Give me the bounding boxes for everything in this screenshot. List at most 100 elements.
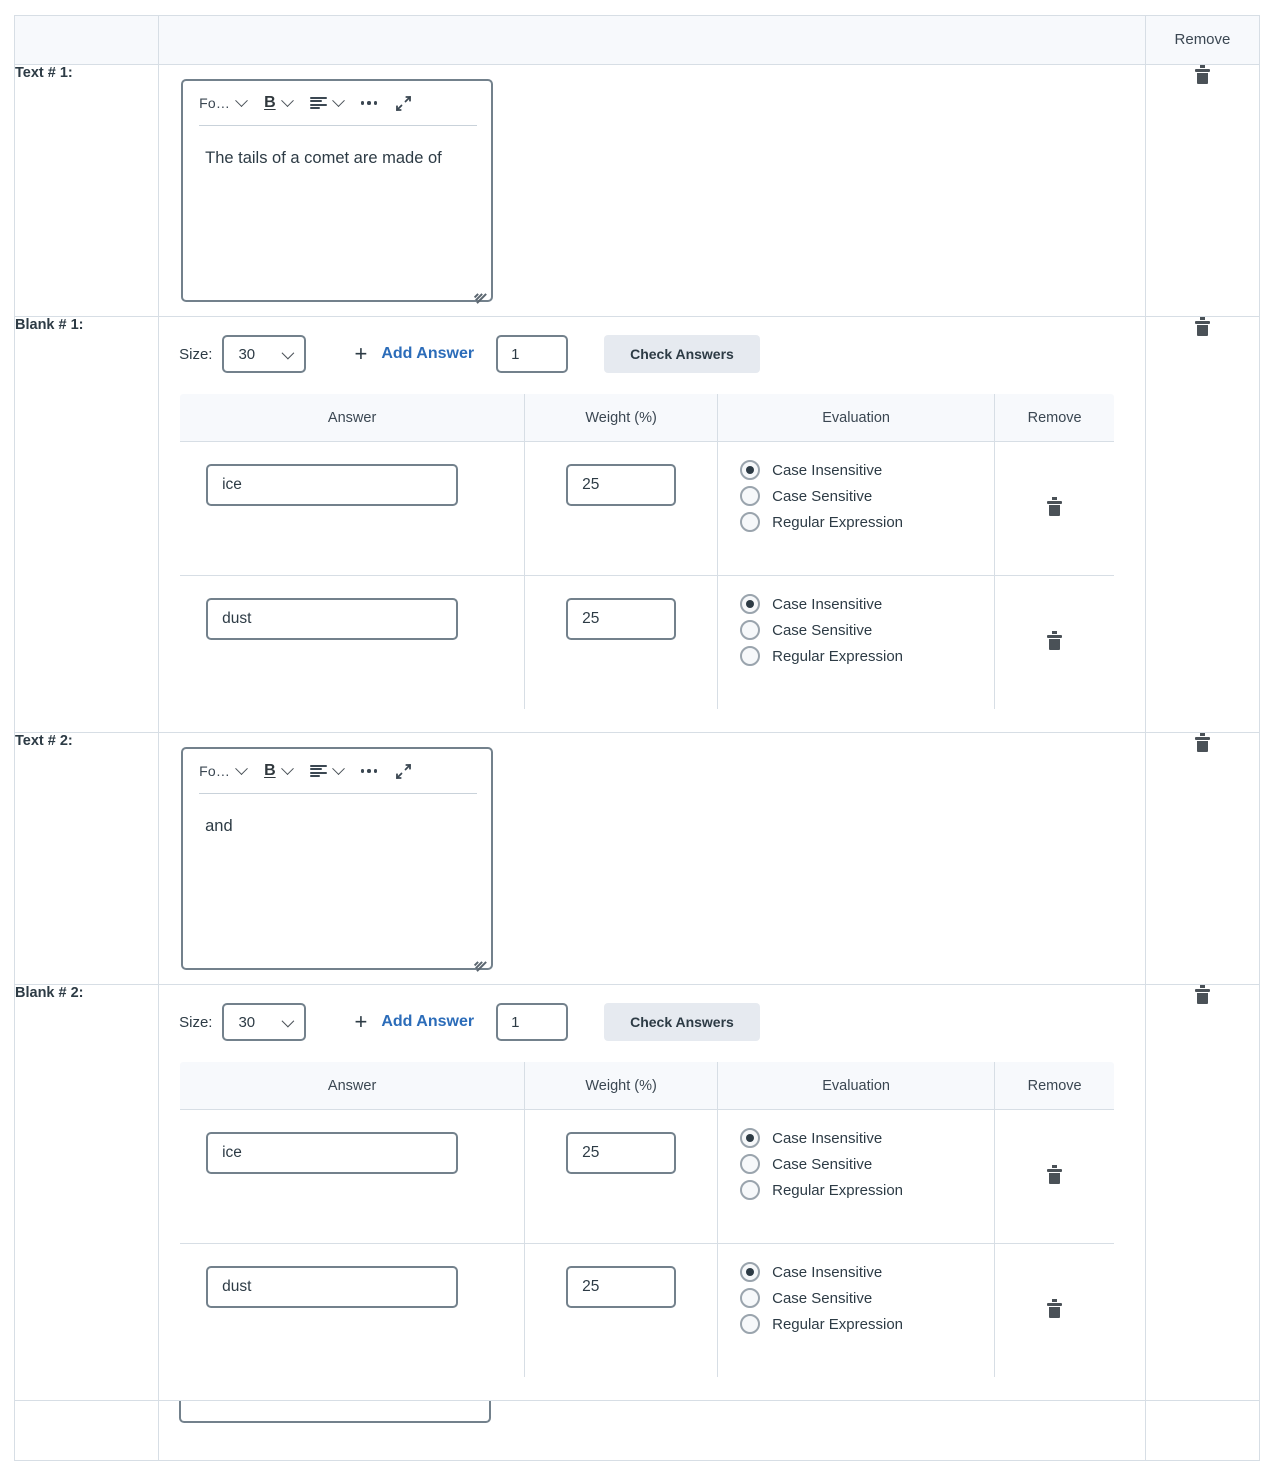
add-answer-plus-icon-1[interactable]: + (354, 341, 368, 366)
radio-case-sensitive[interactable]: Case Sensitive (740, 486, 994, 506)
chevron-down-icon (282, 1014, 295, 1027)
answers-col-weight-2: Weight (%) (524, 1062, 719, 1110)
weight-input[interactable]: 25 (566, 464, 677, 506)
remove-cell-next-partial (1144, 1400, 1261, 1461)
font-dropdown-1[interactable]: Fo… (199, 93, 248, 111)
radio-regular-expression[interactable]: Regular Expression (740, 512, 994, 532)
trash-icon[interactable] (1194, 65, 1210, 84)
size-select-value-2: 30 (238, 1013, 256, 1031)
evaluation-cell: Case Insensitive Case Sensitive (717, 441, 996, 576)
radio-label: Case Sensitive (772, 487, 873, 505)
chevron-down-icon (280, 93, 294, 107)
remove-cell-blank-1 (1144, 316, 1261, 733)
editor-content-2[interactable]: and (205, 817, 233, 835)
radio-case-insensitive[interactable]: Case Insensitive (740, 594, 994, 614)
answer-input[interactable]: dust (206, 598, 459, 640)
radio-icon (740, 646, 761, 666)
trash-icon[interactable] (1047, 1298, 1063, 1318)
bold-dropdown-1[interactable]: B (264, 93, 294, 112)
radio-case-insensitive[interactable]: Case Insensitive (740, 1128, 994, 1148)
evaluation-radio-group: Case Insensitive Case Sensitive (718, 1110, 994, 1200)
check-answers-button-2[interactable]: Check Answers (604, 1003, 760, 1041)
editor-divider-1 (199, 125, 478, 126)
rich-text-editor-2[interactable]: Fo… B (181, 747, 494, 972)
radio-icon (740, 620, 761, 640)
radio-label: Case Insensitive (772, 595, 883, 613)
answer-cell: ice (180, 1109, 526, 1244)
answer-input[interactable]: ice (206, 464, 459, 506)
expand-icon[interactable] (395, 95, 412, 112)
answers-table-2: Answer Weight (%) Evaluation Remove ice (179, 1061, 1116, 1378)
row-body-next-partial (158, 1400, 1146, 1461)
resize-handle-2[interactable] (472, 949, 487, 972)
weight-cell: 25 (524, 441, 719, 576)
bold-dropdown-2[interactable]: B (264, 761, 294, 780)
weight-input[interactable]: 25 (566, 1266, 677, 1308)
radio-icon (740, 1288, 761, 1308)
evaluation-cell: Case Insensitive Case Sensitive (717, 1243, 996, 1377)
trash-icon[interactable] (1194, 733, 1210, 752)
radio-label: Case Sensitive (772, 621, 873, 639)
answer-input[interactable]: dust (206, 1266, 459, 1308)
radio-case-sensitive[interactable]: Case Sensitive (740, 1288, 994, 1308)
bold-icon: B (264, 762, 276, 779)
radio-label: Regular Expression (772, 1181, 904, 1199)
align-dropdown-2[interactable] (309, 761, 345, 777)
check-answers-button-1[interactable]: Check Answers (604, 335, 760, 373)
add-answer-link-2[interactable]: Add Answer (381, 1013, 475, 1030)
radio-regular-expression[interactable]: Regular Expression (740, 1314, 994, 1334)
radio-icon-selected (740, 1262, 761, 1282)
radio-regular-expression[interactable]: Regular Expression (740, 646, 994, 666)
align-left-icon (309, 97, 327, 109)
radio-case-insensitive[interactable]: Case Insensitive (740, 460, 994, 480)
radio-icon-selected (740, 594, 761, 614)
chevron-down-icon (235, 761, 248, 775)
radio-regular-expression[interactable]: Regular Expression (740, 1180, 994, 1200)
remove-cell-text-1 (1144, 64, 1261, 317)
trash-icon[interactable] (1047, 630, 1063, 650)
radio-case-sensitive[interactable]: Case Sensitive (740, 1154, 994, 1174)
trash-icon[interactable] (1047, 496, 1063, 516)
resize-handle-1[interactable] (472, 281, 487, 304)
evaluation-radio-group: Case Insensitive Case Sensitive (718, 576, 994, 666)
answers-col-weight-1: Weight (%) (524, 394, 719, 442)
add-answer-plus-icon-2[interactable]: + (354, 1009, 368, 1034)
rich-text-editor-1[interactable]: Fo… B (181, 79, 494, 304)
ellipsis-icon[interactable] (360, 769, 378, 773)
trash-icon[interactable] (1194, 317, 1210, 336)
answer-remove-cell (994, 441, 1115, 576)
add-answer-link-1[interactable]: Add Answer (381, 345, 475, 362)
row-label-blank-2: Blank # 2: (13, 984, 160, 1401)
radio-case-insensitive[interactable]: Case Insensitive (740, 1262, 994, 1282)
evaluation-cell: Case Insensitive Case Sensitive (717, 1109, 996, 1244)
font-dropdown-2[interactable]: Fo… (199, 761, 248, 779)
radio-case-sensitive[interactable]: Case Sensitive (740, 620, 994, 640)
trash-icon[interactable] (1047, 1164, 1063, 1184)
size-select-2[interactable]: 30 (222, 1003, 307, 1041)
remove-cell-text-2 (1144, 732, 1261, 985)
answer-row: dust 25 Cas (180, 1243, 1115, 1377)
expand-icon[interactable] (395, 763, 412, 780)
rich-text-editor-next-partial[interactable] (179, 1401, 492, 1423)
ellipsis-icon[interactable] (360, 101, 378, 105)
row-body-blank-1: Size: 30 + Add Answer 1 Check Answers (158, 316, 1146, 733)
answer-input[interactable]: ice (206, 1132, 459, 1174)
size-select-1[interactable]: 30 (222, 335, 307, 373)
answer-remove-cell (994, 575, 1115, 709)
size-select-value-1: 30 (238, 345, 256, 363)
align-dropdown-1[interactable] (309, 93, 345, 109)
add-answer-count-input-2[interactable]: 1 (496, 1003, 569, 1041)
weight-cell: 25 (524, 1109, 719, 1244)
remove-cell-blank-2 (1144, 984, 1261, 1401)
weight-input[interactable]: 25 (566, 1132, 677, 1174)
radio-label: Case Sensitive (772, 1155, 873, 1173)
answers-col-evaluation-1: Evaluation (717, 394, 996, 442)
radio-label: Case Sensitive (772, 1289, 873, 1307)
editor-content-1[interactable]: The tails of a comet are made of (205, 149, 442, 167)
weight-input[interactable]: 25 (566, 598, 677, 640)
trash-icon[interactable] (1194, 985, 1210, 1004)
add-answer-count-input-1[interactable]: 1 (496, 335, 569, 373)
table-header-row: Remove (13, 15, 1261, 65)
font-dropdown-label-2: Fo… (199, 763, 231, 779)
row-text-1: Text # 1: Fo… B (13, 64, 1261, 317)
